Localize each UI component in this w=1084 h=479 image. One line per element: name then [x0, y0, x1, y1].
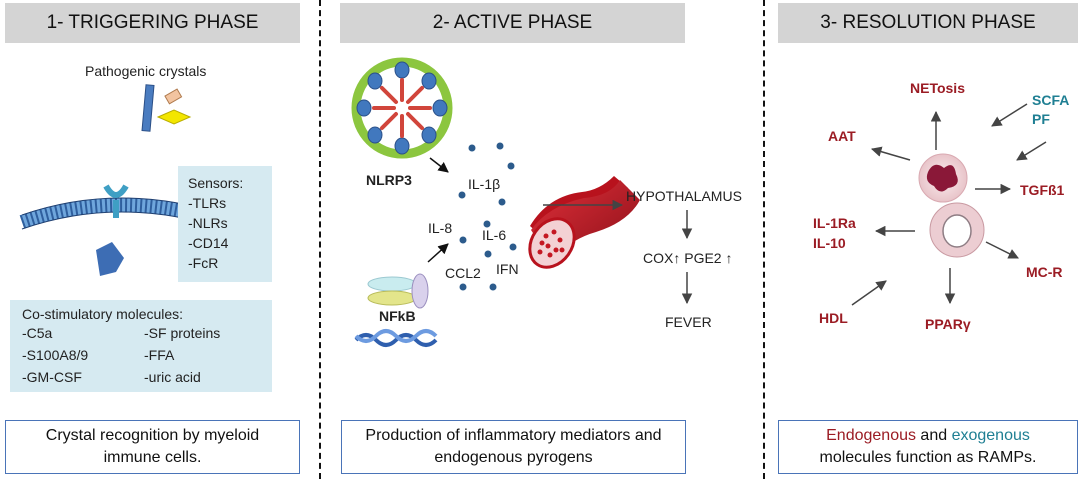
caption-exogenous: exogenous [951, 427, 1030, 444]
blood-vessel-icon [528, 176, 640, 269]
ccl2-label: CCL2 [445, 265, 481, 281]
arrow-icon [991, 103, 1028, 127]
caption-line: molecules function as RAMPs. [819, 449, 1037, 466]
caption-endogenous: Endogenous [826, 427, 916, 444]
ligand-icon [96, 242, 124, 276]
arrow-icon [870, 146, 911, 161]
il1ra-label: IL-1Ra [813, 215, 856, 231]
dna-icon [354, 329, 438, 347]
caption-and: and [915, 427, 952, 444]
nfkb-label: NFkB [379, 308, 416, 324]
caption-line: Endogenous and exogenous [779, 425, 1077, 447]
header-active-phase: 2- ACTIVE PHASE [340, 3, 685, 43]
caption-line: immune cells. [103, 449, 202, 466]
sensor-item: -CD14 [188, 235, 229, 251]
fever-label: FEVER [665, 314, 712, 330]
crystal-icon [141, 84, 192, 132]
pf-label: PF [1032, 111, 1050, 127]
sensor-item: -TLRs [188, 195, 227, 211]
phase-divider-1 [319, 0, 321, 479]
scfa-label: SCFA [1032, 92, 1070, 108]
caption-line: Production of inflammatory mediators and [365, 427, 662, 444]
il6-label: IL-6 [482, 227, 507, 243]
sensor-item: -FcR [188, 255, 219, 271]
arrow-icon [1016, 141, 1047, 161]
hdl-label: HDL [819, 310, 848, 326]
receptor-icon [103, 184, 129, 218]
mcr-label: MC-R [1026, 264, 1063, 280]
cytokine-dots [458, 142, 517, 291]
ppar-label: PPARγ [925, 316, 971, 332]
caption-triggering: Crystal recognition by myeloid immune ce… [5, 420, 300, 474]
macrophage-icon [929, 202, 985, 258]
hypothalamus-label: HYPOTHALAMUS [626, 188, 742, 204]
arrow-icon [427, 243, 449, 263]
tgfb1-label: TGFß1 [1020, 182, 1065, 198]
phase-divider-2 [763, 0, 765, 479]
costim-item: -SF proteins [144, 325, 221, 341]
crystals-label: Pathogenic crystals [85, 63, 207, 79]
netosis-label: NETosis [910, 80, 965, 96]
sensors-title: Sensors: [188, 175, 244, 191]
nlrp3-label: NLRP3 [366, 172, 412, 188]
caption-line: Crystal recognition by myeloid [45, 427, 260, 444]
inflammasome-icon [351, 57, 453, 159]
caption-active: Production of inflammatory mediators and… [341, 420, 686, 474]
neutrophil-icon [918, 153, 968, 203]
sensors-box: Sensors: -TLRs -NLRs -CD14 -FcR [178, 166, 272, 282]
ifn-label: IFN [496, 261, 519, 277]
sensor-item: -NLRs [188, 215, 228, 231]
il8-label: IL-8 [428, 220, 453, 236]
caption-line: endogenous pyrogens [434, 449, 593, 466]
costim-item: -uric acid [144, 369, 201, 385]
caption-resolution: Endogenous and exogenous molecules funct… [778, 420, 1078, 474]
arrow-icon [985, 241, 1019, 259]
costim-item: -GM-CSF [22, 369, 82, 385]
il10-label: IL-10 [813, 235, 846, 251]
costim-item: -FFA [144, 347, 175, 363]
nfkb-icon [367, 273, 429, 309]
arrow-icon [851, 280, 887, 306]
aat-label: AAT [828, 128, 856, 144]
costim-title: Co-stimulatory molecules: [22, 306, 184, 322]
il1b-label: IL-1β [468, 176, 501, 192]
header-resolution-phase: 3- RESOLUTION PHASE [778, 3, 1078, 43]
costim-box: Co-stimulatory molecules: -C5a -S100A8/9… [10, 300, 272, 392]
costim-item: -S100A8/9 [22, 347, 89, 363]
cox-pge2-label: COX↑ PGE2 ↑ [643, 250, 733, 266]
arrow-icon [429, 157, 449, 173]
costim-item: -C5a [22, 325, 53, 341]
header-triggering-phase: 1- TRIGGERING PHASE [5, 3, 300, 43]
